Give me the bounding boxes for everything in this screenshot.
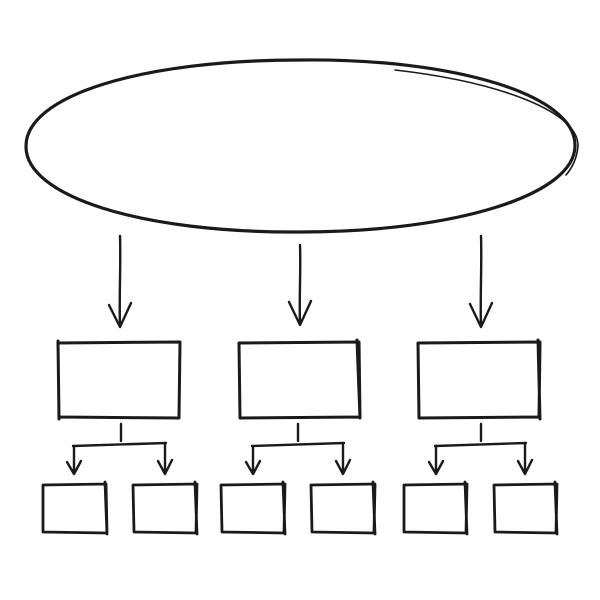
branch-connector-1 <box>65 422 174 476</box>
branch-connector-3 <box>427 422 534 476</box>
root-ellipse <box>24 58 579 234</box>
arrow-to-box-3 <box>468 234 494 329</box>
level2-box-1b <box>131 480 199 536</box>
level1-box-1 <box>56 339 182 421</box>
arrow-to-box-1 <box>107 234 133 329</box>
branch-connector-2 <box>244 422 352 476</box>
level2-box-2a <box>219 480 287 536</box>
level1-box-2 <box>237 338 362 420</box>
level2-box-2b <box>309 480 377 536</box>
level2-box-3a <box>402 480 469 536</box>
level1-box-3 <box>416 338 542 421</box>
arrow-to-box-2 <box>287 243 313 327</box>
level2-box-3b <box>492 480 559 536</box>
level2-box-1a <box>41 480 109 536</box>
